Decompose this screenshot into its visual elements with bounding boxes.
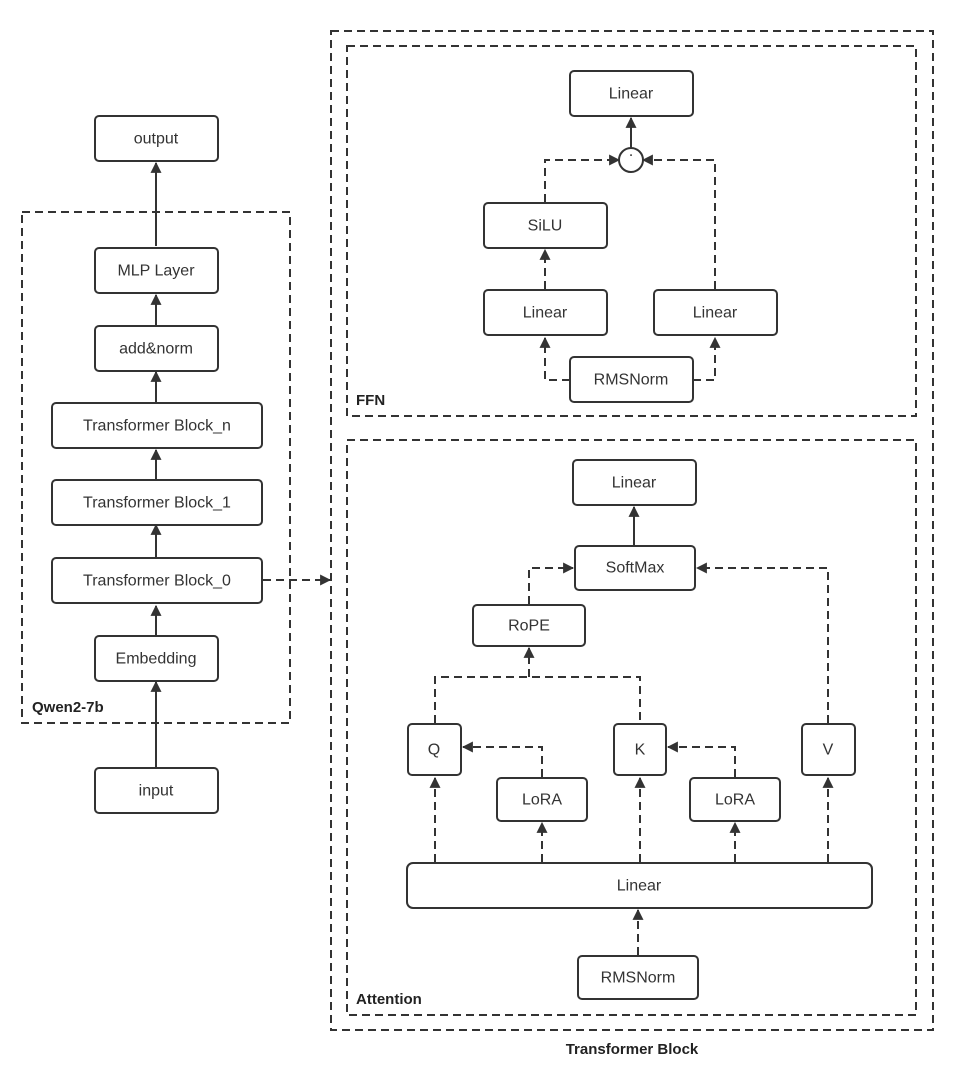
arrow-rope-to-softmax [528,562,575,604]
transformer-block-1-node: Transformer Block_1 [51,479,263,526]
rope-node: RoPE [472,604,586,647]
k-label: K [635,742,646,759]
v-node: V [801,723,856,776]
ffn-multiply-node: · [618,147,644,173]
attention-title: Attention [356,991,422,1008]
transformer-block-n-label: Transformer Block_n [83,418,231,435]
attn-linear-top-node: Linear [572,459,697,506]
attn-rmsnorm-node: RMSNorm [577,955,699,1000]
ffn-linear-top-label: Linear [609,86,654,103]
softmax-node: SoftMax [574,545,696,591]
arrow-lora-to-q [461,741,543,777]
arrow-ffn-rmsnorm-to-left-linear [539,336,570,381]
ffn-linear-right-label: Linear [693,305,738,322]
ffn-rmsnorm-node: RMSNorm [569,356,694,403]
ffn-linear-left-label: Linear [523,305,568,322]
attn-linear-wide-label: Linear [617,878,662,895]
embedding-label: Embedding [116,651,197,668]
transformer-block-0-node: Transformer Block_0 [51,557,263,604]
input-node: input [94,767,219,814]
arrow-right-linear-to-multiply [641,154,716,289]
ffn-multiply-label: · [628,147,633,164]
transformer-block-title: Transformer Block [566,1041,699,1058]
arrow-ffn-rmsnorm-to-right-linear [693,336,721,381]
lora-k-node: LoRA [689,777,781,822]
lora-q-node: LoRA [496,777,588,822]
attn-rmsnorm-label: RMSNorm [601,970,676,987]
mlp-layer-node: MLP Layer [94,247,219,294]
lora-q-label: LoRA [522,792,562,809]
q-label: Q [428,742,440,759]
ffn-linear-left-node: Linear [483,289,608,336]
arrow-lora-to-k [666,741,736,777]
mlp-layer-label: MLP Layer [117,263,195,280]
transformer-block-n-node: Transformer Block_n [51,402,263,449]
input-label: input [139,783,174,800]
embedding-node: Embedding [94,635,219,682]
addnorm-node: add&norm [94,325,219,372]
line-q-k-join [434,676,641,723]
output-label: output [134,131,179,148]
ffn-title: FFN [356,392,385,409]
qwen-group-title: Qwen2-7b [32,699,104,716]
k-node: K [613,723,667,776]
ffn-rmsnorm-label: RMSNorm [594,372,669,389]
transformer-block-0-label: Transformer Block_0 [83,573,231,590]
softmax-label: SoftMax [606,560,665,577]
arrow-v-to-softmax [695,562,829,723]
transformer-block-frame [330,30,934,1031]
ffn-linear-right-node: Linear [653,289,778,336]
attn-linear-top-label: Linear [612,475,657,492]
q-node: Q [407,723,462,776]
rope-label: RoPE [508,618,550,635]
addnorm-label: add&norm [119,341,193,358]
attn-linear-wide-node: Linear [406,862,873,909]
v-label: V [823,742,834,759]
ffn-silu-label: SiLU [528,218,563,235]
ffn-frame [346,45,917,417]
transformer-block-1-label: Transformer Block_1 [83,495,231,512]
ffn-linear-top-node: Linear [569,70,694,117]
arrow-silu-to-multiply [544,154,621,202]
ffn-silu-node: SiLU [483,202,608,249]
lora-k-label: LoRA [715,792,755,809]
output-node: output [94,115,219,162]
